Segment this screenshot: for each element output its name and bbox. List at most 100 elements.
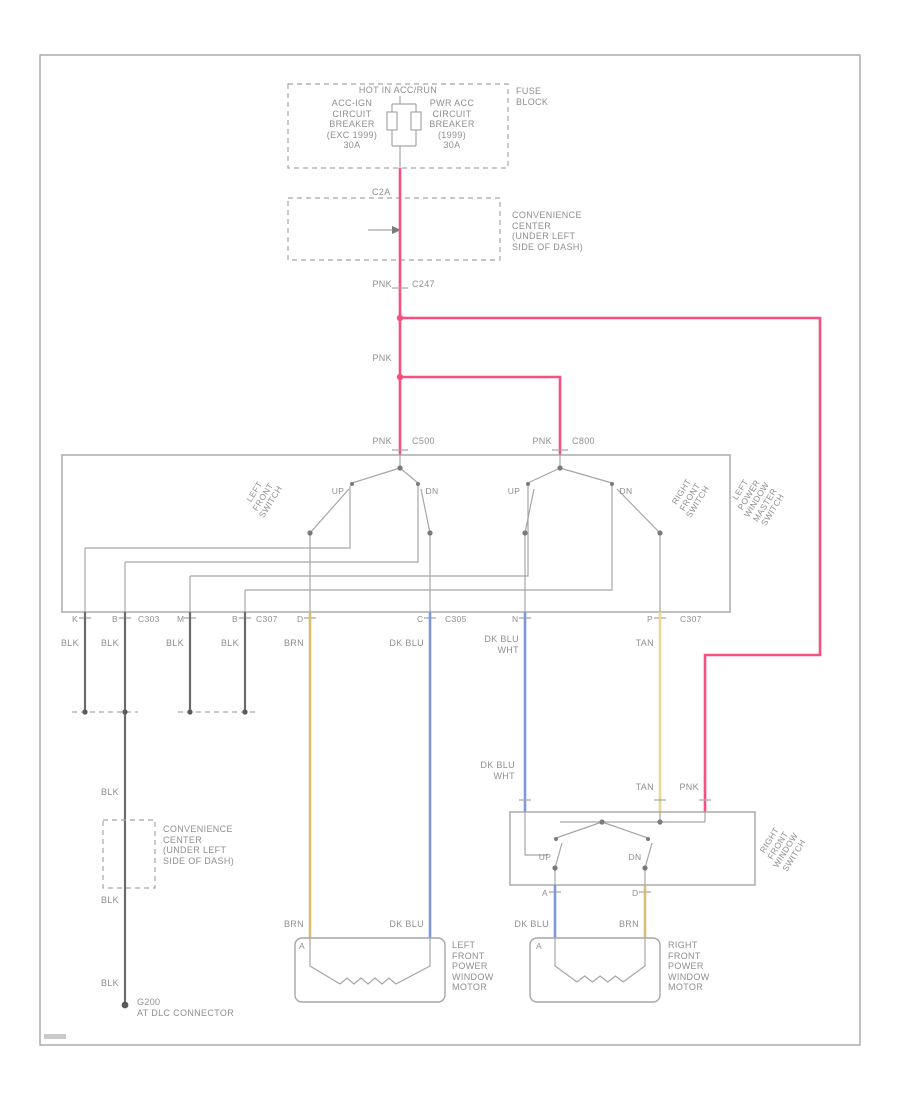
- c2a-arrowhead: [392, 226, 401, 234]
- text-line: WHT: [493, 770, 515, 781]
- convenience-center-left-box: [102, 819, 156, 889]
- text-line: 30A: [343, 140, 361, 150]
- dn-label: DN: [425, 486, 439, 496]
- wire-label-blk: BLK: [100, 638, 119, 648]
- pivot-dot: [522, 530, 528, 536]
- connector-label-c307: C307: [680, 614, 702, 624]
- wire-label-pnk: PNK: [532, 436, 552, 446]
- pnk-splice-dot: [396, 314, 404, 322]
- junction-dot: [397, 465, 403, 471]
- terminal-letter: P: [647, 614, 654, 624]
- wire-label-blk: BLK: [220, 638, 239, 648]
- wire-label-brn: BRN: [283, 638, 304, 648]
- terminal-letter: A: [299, 941, 306, 951]
- right-motor-label: RIGHT FRONT POWER WINDOW MOTOR: [668, 940, 710, 993]
- fuse-block-box: [287, 83, 509, 169]
- wire-label-blk: BLK: [100, 895, 119, 905]
- wire-label-dk-blu-wht: DK BLU WHT: [457, 760, 515, 781]
- ground-id-label: G200: [137, 997, 161, 1007]
- contact-dot: [526, 482, 530, 486]
- connector-label-c305: C305: [445, 614, 467, 624]
- splice-dot: [187, 709, 193, 715]
- text-line: MOTOR: [668, 982, 704, 992]
- terminal-letter: D: [297, 614, 304, 624]
- text-line: 30A: [443, 140, 461, 150]
- terminal-letter: A: [536, 941, 543, 951]
- wire-label-dk-blu: DK BLU: [514, 919, 549, 929]
- contact-dot: [416, 482, 420, 486]
- text-line: POWER: [668, 961, 704, 971]
- convenience-center-box: [287, 197, 501, 261]
- text-line: BREAKER: [429, 119, 475, 129]
- up-label: UP: [538, 852, 552, 862]
- wire-label-pnk: PNK: [372, 353, 392, 363]
- up-label: UP: [331, 486, 345, 496]
- right-switch-contacts: [524, 812, 706, 885]
- master-right-switch-contacts: [524, 455, 661, 612]
- splice-dot: [82, 709, 88, 715]
- text-line: (EXC 1999): [326, 129, 378, 140]
- right-window-switch-box: [509, 811, 756, 886]
- pivot-dot: [657, 530, 663, 536]
- breaker-right-label: PWR ACC CIRCUIT BREAKER (1999) 30A: [429, 98, 474, 151]
- wire-label-tan: TAN: [635, 782, 654, 792]
- master-switch-bus-wiring: [84, 486, 613, 612]
- text-line: FUSE: [516, 86, 542, 96]
- convenience-center-left-label: CONVENIENCE CENTER (UNDER LEFT SIDE OF D…: [163, 824, 234, 866]
- contact-dot: [350, 482, 354, 486]
- connector-label-c247: C247: [412, 279, 435, 289]
- dn-label: DN: [619, 486, 633, 496]
- splice-dot: [242, 709, 248, 715]
- connector-label-c307: C307: [256, 614, 278, 624]
- text-line: CENTER: [512, 220, 552, 231]
- text-line: WINDOW: [668, 971, 710, 982]
- left-motor-leads: [309, 938, 431, 985]
- circuit-breaker-left-symbol: [386, 111, 398, 131]
- breaker-left-label: ACC-IGN CIRCUIT BREAKER (EXC 1999) 30A: [327, 98, 378, 151]
- wire-label-brn: BRN: [618, 919, 639, 929]
- diagram-code-mark: [44, 1034, 66, 1039]
- terminal-letter: N: [512, 614, 519, 624]
- text-line: CIRCUIT: [332, 108, 372, 119]
- wire-label-blk: BLK: [165, 638, 184, 648]
- contact-dot: [610, 482, 614, 486]
- terminal-letter: M: [177, 614, 185, 624]
- text-line: FRONT: [452, 950, 485, 961]
- pivot-dot: [427, 530, 433, 536]
- master-left-switch-contacts: [309, 455, 431, 612]
- text-line: RIGHT: [668, 940, 698, 950]
- master-switch-box: [61, 454, 731, 613]
- ground-location-label: AT DLC CONNECTOR: [137, 1008, 235, 1018]
- text-line: BLOCK: [516, 96, 549, 107]
- text-line: LEFT: [452, 940, 476, 950]
- text-line: DK BLU: [484, 634, 519, 644]
- text-line: SIDE OF DASH): [163, 855, 235, 866]
- text-line: PWR ACC: [429, 98, 475, 108]
- wire-label-tan: TAN: [635, 638, 654, 648]
- text-line: (UNDER LEFT: [163, 845, 227, 855]
- right-motor-leads: [554, 938, 646, 983]
- terminal-letter: K: [72, 614, 79, 624]
- wire-label-blk: BLK: [60, 638, 79, 648]
- pnk-branch-to-master-right: [400, 375, 562, 455]
- up-label: UP: [507, 486, 521, 496]
- left-motor-label: LEFT FRONT POWER WINDOW MOTOR: [452, 940, 494, 993]
- left-motor-box: [294, 937, 446, 1003]
- pivot-dot: [642, 865, 648, 871]
- wire-label-pnk: PNK: [372, 279, 392, 289]
- left-motor-winding-symbol: [339, 977, 397, 985]
- right-motor-box: [529, 937, 661, 1003]
- hot-feed-label: HOT IN ACC/RUN: [358, 85, 438, 95]
- dn-label: DN: [628, 852, 642, 862]
- text-line: ACC-IGN: [331, 98, 373, 108]
- text-line: SIDE OF DASH): [512, 241, 584, 252]
- wire-label-dk-blu: DK BLU: [389, 919, 424, 929]
- text-line: WHT: [497, 644, 519, 655]
- text-line: MOTOR: [452, 982, 488, 992]
- text-line: BREAKER: [329, 119, 375, 129]
- text-line: CIRCUIT: [432, 108, 472, 119]
- connector-label-c800: C800: [572, 436, 595, 446]
- wire-label-blk: BLK: [100, 787, 119, 797]
- contact-dot: [646, 837, 650, 841]
